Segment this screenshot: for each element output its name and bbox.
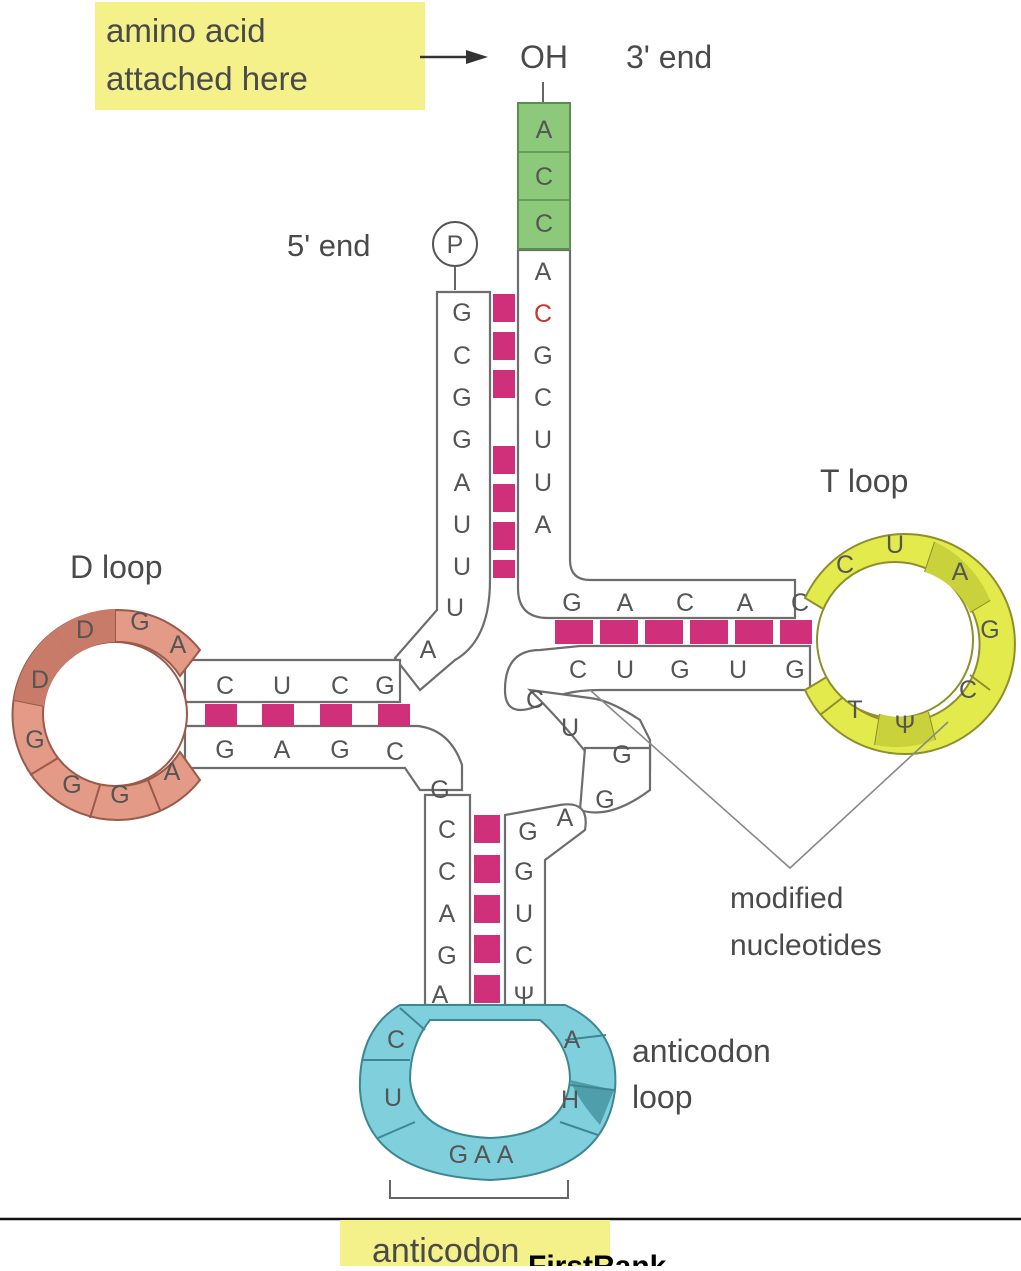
t-loop-nt: Ψ xyxy=(895,711,916,739)
anticodon-loop-label-line1: anticodon xyxy=(632,1033,771,1069)
d-stem-top-nt: U xyxy=(273,672,291,700)
t-loop-nt: C xyxy=(836,551,854,579)
anticodon-stem-left-nt: G xyxy=(437,942,456,970)
acceptor-stem-pairs xyxy=(493,294,515,578)
d-stem-pairs xyxy=(205,704,410,726)
acceptor-3p-nt: A xyxy=(535,511,552,539)
d-loop-nt: D xyxy=(31,666,49,694)
attachment-arrow-head xyxy=(466,50,488,64)
anticodon-stem-left-nt: C xyxy=(438,858,456,886)
anticodon-stem-left-nt: G xyxy=(430,776,449,804)
d-stem-bottom-nt: G xyxy=(215,736,234,764)
three-prime-label: 3' end xyxy=(626,39,712,75)
t-stem-bottom-nt: C xyxy=(569,656,587,684)
t-loop-label: T loop xyxy=(820,463,908,499)
acceptor-5p-nt: G xyxy=(452,426,471,454)
anticodon-bracket xyxy=(390,1180,568,1198)
anticodon-loop-nt: U xyxy=(384,1084,402,1112)
d-loop-nt: G xyxy=(110,781,129,809)
acceptor-5p-nt: U xyxy=(453,553,471,581)
t-loop-nt: G xyxy=(980,616,999,644)
anticodon-stem-right-nt: G xyxy=(518,818,537,846)
anticodon-stem-right-nt: G xyxy=(514,858,533,886)
anticodon-triplet: GAA xyxy=(449,1141,520,1169)
acceptor-5p-nt: G xyxy=(452,299,471,327)
t-stem-top-nt: G xyxy=(562,589,581,617)
t-stem-bottom-nt: G xyxy=(670,656,689,684)
t-stem-top-nt: C xyxy=(676,589,694,617)
acceptor-3prime-strand xyxy=(518,250,795,618)
d-stem-bottom-nt: A xyxy=(274,736,291,764)
modified-label-line1: modified xyxy=(730,882,843,915)
variable-loop-nt: G xyxy=(595,786,614,814)
d-loop-nt: G xyxy=(130,608,149,636)
acceptor-3p-nt: U xyxy=(534,469,552,497)
t-stem-bottom-nt: U xyxy=(616,656,634,684)
amino-acid-label-line1: amino acid xyxy=(106,12,266,49)
d-stem-top-nt: C xyxy=(331,672,349,700)
d-stem-top-nt: G xyxy=(375,672,394,700)
acceptor-5p-nt: G xyxy=(452,384,471,412)
t-stem-pairs xyxy=(555,620,812,644)
acceptor-3p-nt: C xyxy=(534,384,552,412)
anticodon-stem-right-nt: U xyxy=(515,900,533,928)
acceptor-3p-nt: G xyxy=(533,342,552,370)
acceptor-5p-nt: U xyxy=(453,511,471,539)
d-stem-bottom-nt: C xyxy=(386,738,404,766)
phosphate-label: P xyxy=(447,231,464,259)
anticodon-stem-left-nt: C xyxy=(438,816,456,844)
d-loop-nt: G xyxy=(62,771,81,799)
modified-label-line2: nucleotides xyxy=(730,929,882,962)
t-loop-nt: A xyxy=(952,558,969,586)
acceptor-3p-nt: C xyxy=(534,300,552,328)
acceptor-5p-nt: A xyxy=(454,469,471,497)
d-loop-label: D loop xyxy=(70,549,163,585)
variable-loop-nt: G xyxy=(612,741,631,769)
footer-fragment: FirstRank xyxy=(528,1250,667,1266)
connector-nt: A xyxy=(420,636,437,664)
anticodon-stem-pairs xyxy=(474,815,500,1003)
anticodon-label: anticodon xyxy=(372,1232,519,1266)
acceptor-5prime-strand xyxy=(395,292,490,690)
d-loop-nt: D xyxy=(76,616,94,644)
oh-label: OH xyxy=(520,39,568,75)
acceptor-tip-nt: C xyxy=(535,163,553,191)
anticodon-loop-nt: H xyxy=(561,1086,579,1114)
t-stem-top-nt: A xyxy=(737,589,754,617)
variable-loop-nt: A xyxy=(557,804,574,832)
variable-loop-nt: U xyxy=(561,714,579,742)
amino-acid-label-line2: attached here xyxy=(106,60,308,97)
variable-loop-nt: C xyxy=(526,686,544,714)
t-loop-nt: U xyxy=(886,531,904,559)
t-stem-bottom-nt: U xyxy=(729,656,747,684)
anticodon-loop-nt: C xyxy=(387,1026,405,1054)
anticodon-loop-nt: A xyxy=(564,1026,581,1054)
t-stem-bottom-nt: G xyxy=(785,656,804,684)
d-stem-bottom-nt: G xyxy=(330,736,349,764)
acceptor-tip-nt: A xyxy=(536,116,553,144)
anticodon-loop-label-line2: loop xyxy=(632,1079,693,1115)
d-loop-nt: G xyxy=(25,726,44,754)
t-loop-nt: T xyxy=(847,696,862,724)
d-loop-nt: A xyxy=(170,631,187,659)
anticodon-stem-right-nt: C xyxy=(515,942,533,970)
acceptor-3p-nt: A xyxy=(535,258,552,286)
d-stem-top-nt: C xyxy=(216,672,234,700)
d-loop-nt: A xyxy=(164,758,181,786)
acceptor-3p-nt: U xyxy=(534,426,552,454)
anticodon-stem-left-nt: A xyxy=(439,900,456,928)
connector-nt: U xyxy=(446,594,464,622)
five-prime-label: 5' end xyxy=(287,228,371,263)
t-stem-top-nt: A xyxy=(617,589,634,617)
t-loop-nt: C xyxy=(959,676,977,704)
acceptor-tip-nt: C xyxy=(535,210,553,238)
acceptor-5p-nt: C xyxy=(453,342,471,370)
